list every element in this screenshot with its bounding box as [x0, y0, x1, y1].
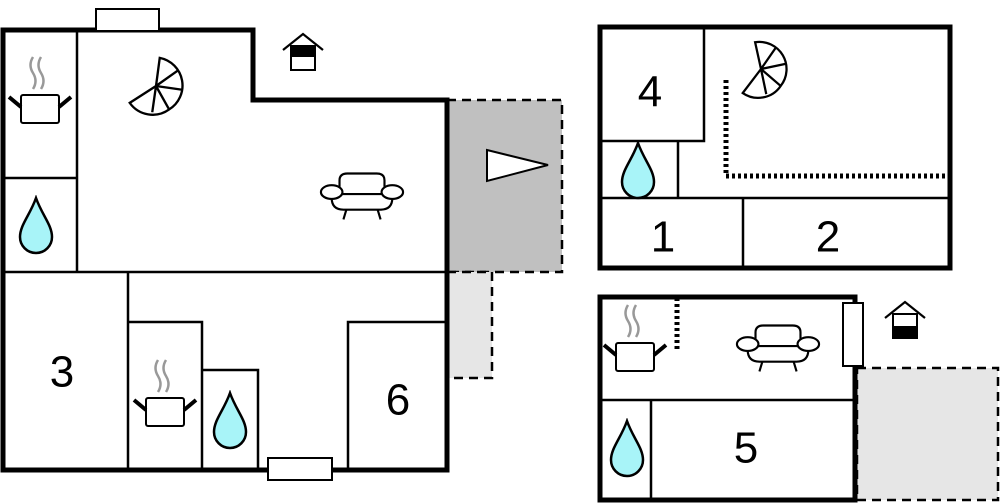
- covered-terrace: [445, 98, 564, 274]
- room-label-3: 3: [50, 348, 74, 397]
- interior-walls: [3, 30, 447, 470]
- spiral-stairs-icon: [726, 33, 796, 105]
- exterior-wall: [597, 294, 858, 503]
- window-icon: [95, 8, 160, 32]
- main-building: 3 6: [0, 8, 564, 481]
- window-icon: [842, 302, 864, 367]
- railing: [723, 80, 945, 179]
- open-terrace: [855, 366, 1000, 502]
- kitchen-pot-icon: [602, 303, 668, 373]
- water-drop-icon: [609, 419, 645, 478]
- room-label-6: 6: [386, 376, 410, 425]
- exterior-wall: [597, 24, 953, 271]
- house-entrance-icon: [883, 300, 927, 340]
- interior-walls: [600, 398, 855, 500]
- direction-arrow-icon: [486, 148, 549, 183]
- room-label-2: 2: [816, 213, 840, 262]
- window-icon: [267, 457, 333, 481]
- annex-building: 5: [597, 294, 1000, 503]
- interior-walls: [600, 27, 950, 268]
- upper-floor: 4 1 2: [597, 24, 953, 271]
- room-label-1: 1: [651, 213, 675, 262]
- room-label-4: 4: [638, 68, 662, 117]
- room-label-5: 5: [734, 424, 758, 473]
- exterior-wall: [0, 27, 450, 473]
- sofa-icon: [735, 324, 821, 372]
- house-entrance-icon: [281, 32, 325, 72]
- water-drop-icon: [620, 141, 656, 200]
- open-terrace: [445, 270, 494, 380]
